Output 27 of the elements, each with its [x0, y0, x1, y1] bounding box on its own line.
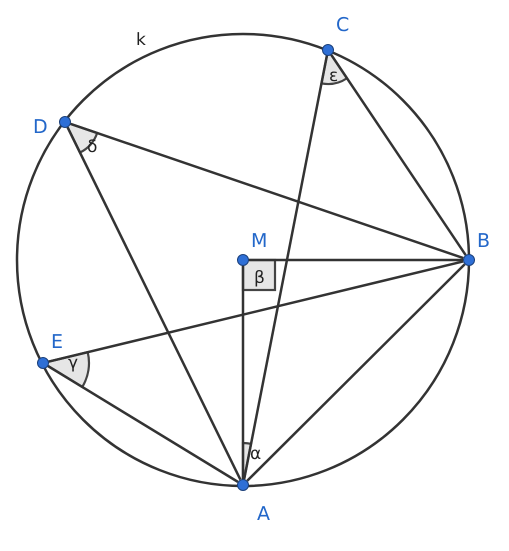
angle-label: β	[254, 270, 265, 287]
circle-label: k	[136, 32, 146, 49]
point-label: E	[51, 333, 64, 352]
point-label: C	[336, 16, 350, 35]
angle-label: ε	[329, 68, 338, 85]
line-segment	[242, 56, 328, 480]
line-segment	[249, 258, 463, 262]
point-label: B	[477, 232, 490, 251]
point-dot	[322, 44, 334, 56]
angle-label: α	[250, 446, 262, 463]
line-segment	[242, 266, 244, 479]
angle-label: γ	[68, 355, 78, 372]
line-segment	[48, 260, 464, 363]
point-dot	[237, 479, 249, 491]
point-label: A	[257, 505, 270, 524]
line-segment	[246, 263, 466, 482]
line-segment	[70, 122, 464, 260]
point-dot	[59, 116, 71, 128]
point-dot	[37, 357, 49, 369]
point-dot	[463, 254, 475, 266]
angle-label: δ	[87, 139, 98, 156]
point-dot	[237, 254, 249, 266]
line-segment	[47, 365, 239, 483]
point-label: D	[33, 118, 48, 137]
point-label: M	[251, 232, 268, 251]
line-segment	[66, 126, 242, 480]
line-segment	[330, 54, 467, 256]
